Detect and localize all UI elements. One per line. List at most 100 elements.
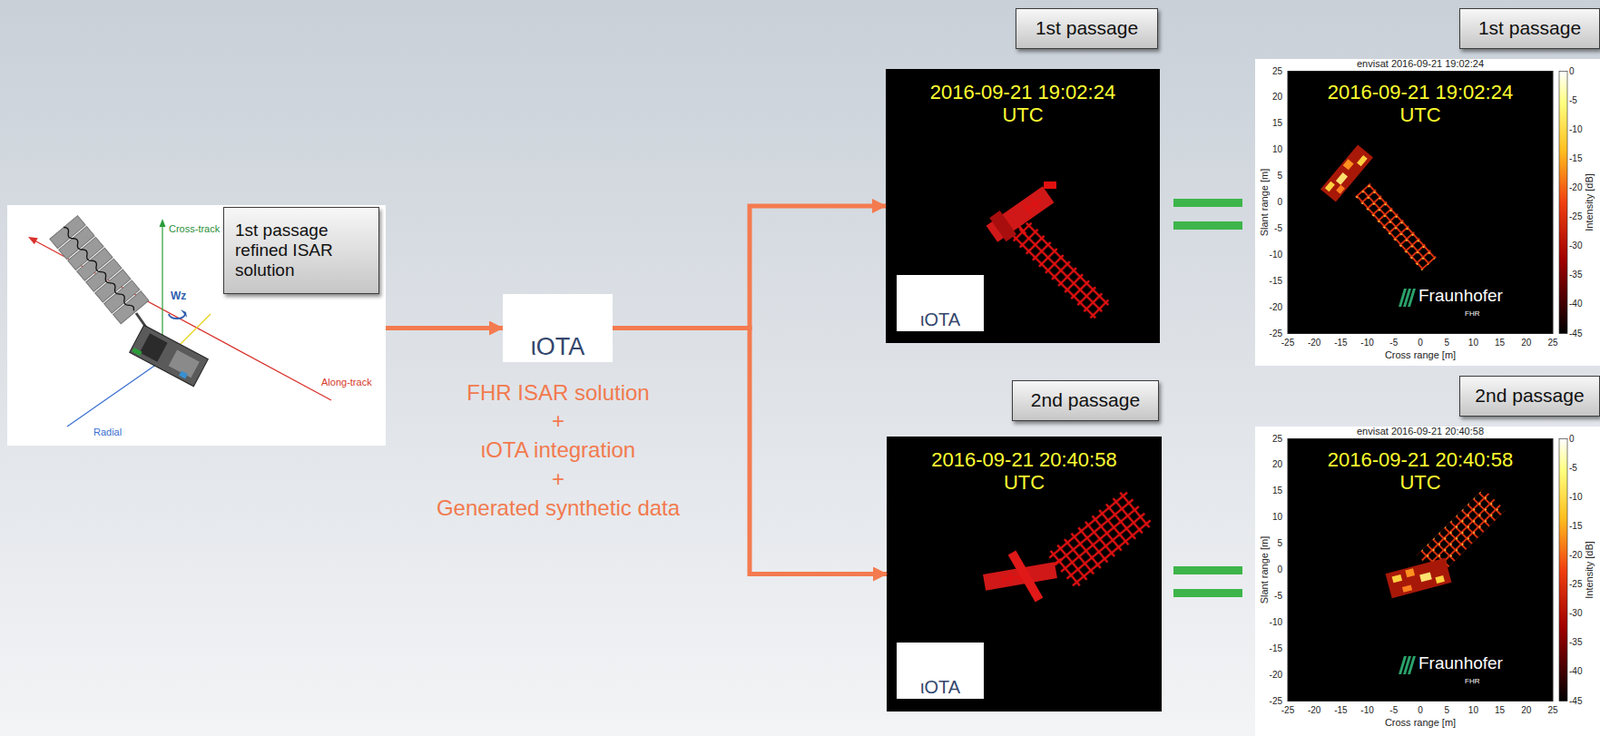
logo-text: ιOTA <box>920 677 961 699</box>
isar-plot <box>1287 439 1553 702</box>
logo-text: FHR <box>1464 677 1480 686</box>
isar-plot <box>1356 155 1368 167</box>
tick-label: -5 <box>1274 590 1283 602</box>
isar-plot: envisat 2016-09-21 19:02:242016-09-21 19… <box>1255 58 1600 366</box>
tag-label: 1st passage refined ISAR solution <box>235 220 370 281</box>
passage-tag: 1st passage <box>1015 8 1159 50</box>
isar-plot <box>1559 439 1568 702</box>
isar-illustration <box>7 205 386 446</box>
isar-illustration <box>178 370 188 379</box>
tick-label: 15 <box>1272 486 1283 498</box>
axis-label: Wz <box>170 290 187 304</box>
tick-label: -20 <box>1269 669 1283 681</box>
isar-illustration <box>139 333 168 363</box>
equals-sign <box>1173 221 1243 230</box>
tick-label: 25 <box>1272 433 1283 445</box>
tag-label: 2nd passage <box>1474 384 1584 407</box>
timestamp: 2016-09-21 19:02:24 UTC <box>909 80 1137 128</box>
tick-label: -25 <box>1569 579 1582 590</box>
axis-title: Slant range [m] <box>1258 536 1271 605</box>
render-panel: ιOTA 2016-09-21 20:40:58 UTC <box>886 436 1162 712</box>
isar-plot <box>1385 558 1453 599</box>
render-panel <box>896 642 984 699</box>
isar-plot <box>1407 288 1416 307</box>
tick-label: -45 <box>1569 328 1582 340</box>
flow-note: + <box>551 466 565 492</box>
logo-text: FHR <box>1464 309 1480 318</box>
isar-illustration <box>49 215 149 324</box>
tick-label: -5 <box>1389 705 1398 717</box>
timestamp: 2016-09-21 20:40:58 UTC <box>1306 448 1534 495</box>
isar-illustration <box>129 324 209 387</box>
tick-label: 10 <box>1468 705 1479 717</box>
tick-label: -45 <box>1569 696 1582 707</box>
isar-plot <box>1320 144 1374 202</box>
tick-label: -5 <box>1389 337 1398 349</box>
render-panel <box>986 186 1055 243</box>
isar-plot <box>1385 558 1453 599</box>
tick-label: 10 <box>1272 511 1283 523</box>
flow-note: FHR ISAR solution <box>466 380 649 406</box>
isar-illustration <box>180 309 187 318</box>
tick-label: -30 <box>1569 608 1582 619</box>
logo-box: ιOTA <box>502 294 613 363</box>
tick-label: -25 <box>1281 337 1295 349</box>
tick-label: -20 <box>1269 302 1283 314</box>
tick-label: 10 <box>1468 337 1479 349</box>
tick-label: -25 <box>1569 211 1582 223</box>
isar-plot <box>1255 426 1600 736</box>
isar-plot <box>1402 584 1413 592</box>
tick-label: -20 <box>1307 705 1321 717</box>
render-panel <box>989 210 1017 242</box>
isar-plot: envisat 2016-09-21 20:40:582016-09-21 20… <box>1255 426 1600 736</box>
timestamp: 2016-09-21 20:40:58 UTC <box>911 448 1139 495</box>
isar-illustration <box>131 347 142 356</box>
render-panel <box>885 68 1160 344</box>
render-panel <box>886 436 1162 712</box>
tick-label: 15 <box>1494 705 1505 717</box>
equals-sign <box>1173 198 1243 230</box>
isar-illustration <box>129 324 209 387</box>
tick-label: 0 <box>1569 66 1575 78</box>
iota-logo <box>502 294 613 363</box>
axis-label: Radial <box>93 426 122 439</box>
tick-label: -20 <box>1569 549 1582 561</box>
axis-title: Intensity [dB] <box>1583 540 1596 599</box>
tick-label: 5 <box>1276 538 1283 550</box>
passage-tag: 2nd passage <box>1459 375 1600 417</box>
isar-plot <box>1320 144 1374 202</box>
render-panel <box>1046 489 1154 589</box>
tick-label: -5 <box>1569 95 1578 107</box>
logo-text: Fraunhofer <box>1418 285 1503 306</box>
render-panel <box>983 182 1058 246</box>
render-panel <box>1008 550 1044 603</box>
tick-label: 20 <box>1272 460 1283 472</box>
tick-label: 25 <box>1272 66 1283 78</box>
isar-illustration <box>61 225 136 313</box>
render-panel <box>1011 220 1111 321</box>
render-panel <box>1021 193 1046 216</box>
tick-label: -10 <box>1269 249 1283 261</box>
tick-label: 15 <box>1272 118 1283 130</box>
render-panel <box>886 436 1162 712</box>
logo-text: ιOTA <box>920 310 961 332</box>
render-panel: ιOTA 2016-09-21 19:02:24 UTC <box>885 68 1160 344</box>
axis-label: Along-track <box>321 376 373 389</box>
isar-illustration <box>7 205 386 446</box>
isar-illustration <box>168 314 186 319</box>
isar-plot <box>1343 158 1355 170</box>
isar-plot <box>1325 181 1335 193</box>
tick-label: -20 <box>1569 182 1582 194</box>
tick-label: 20 <box>1272 92 1283 104</box>
isar-plot <box>1398 288 1416 307</box>
plot-title: envisat 2016-09-21 19:02:24 <box>1356 58 1484 70</box>
isar-plot <box>1354 183 1437 271</box>
isar-plot <box>1335 172 1348 186</box>
tag-label: 2nd passage <box>1030 389 1140 412</box>
tick-label: 15 <box>1494 337 1505 349</box>
render-panel <box>1008 550 1044 603</box>
tick-label: 20 <box>1521 705 1532 717</box>
isar-plot <box>1419 571 1433 582</box>
equals-sign <box>1173 566 1243 575</box>
